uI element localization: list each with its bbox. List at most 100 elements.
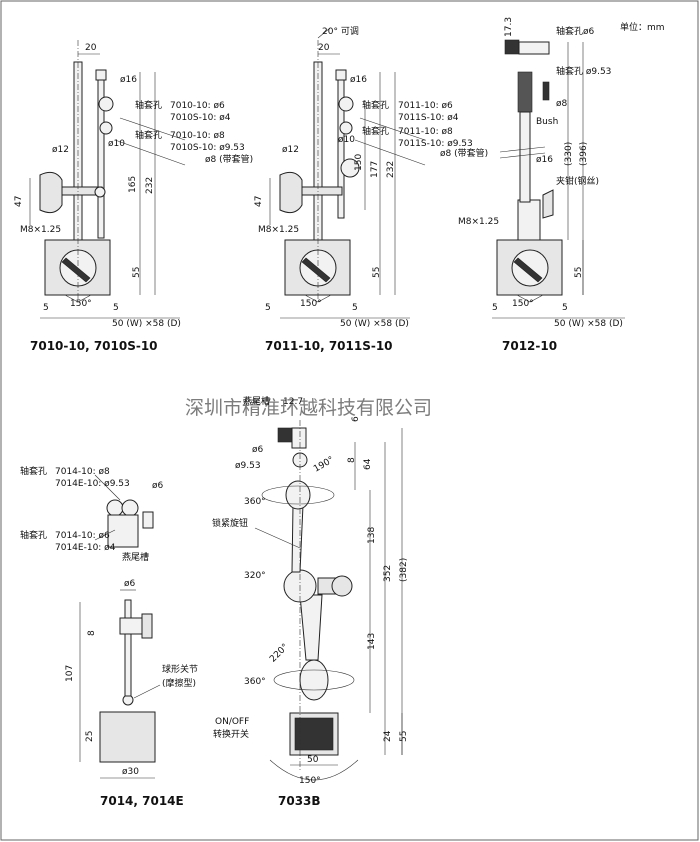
clamp-knob (39, 171, 63, 214)
m7011-dim-d10: ø10 (338, 135, 355, 145)
m7033-switch-1: ON/OFF (215, 717, 249, 727)
m7014-caption: 7014, 7014E (100, 794, 184, 808)
m7010-dim-47: 47 (14, 196, 24, 207)
m7033-dim-d953: ø9.53 (235, 461, 261, 471)
m7014-ball2: (摩擦型) (162, 677, 196, 689)
m7010-dim-d16: ø16 (120, 75, 137, 85)
m7014-bore1-label: 轴套孔 (20, 465, 47, 477)
m7014-bore2-a: 7014-10: ø6 (55, 531, 110, 541)
m7011-dim-5b: 5 (352, 303, 358, 313)
m7033-dim-24: 24 (383, 730, 393, 742)
m7014-bore1-a: 7014-10: ø8 (55, 467, 110, 477)
fine-adjust-wheel (340, 158, 360, 178)
bore-clamp-1 (338, 96, 354, 112)
m7033-lock: 锁紧旋钮 (212, 517, 248, 529)
m7012-dim-base: 50 (W) ×58 (D) (554, 319, 623, 329)
m7033-dim-360b: 360° (244, 677, 266, 687)
leader-ball (133, 684, 161, 699)
flex-arm-segment (517, 71, 533, 113)
m7012-bush: Bush (536, 117, 558, 127)
model-7011-drawing (269, 27, 426, 319)
clamp-body (517, 199, 541, 241)
flex-arm (519, 111, 531, 203)
m7014-dim-d6: ø6 (124, 579, 136, 589)
m7012-bore-d6: 轴套孔ø6 (556, 25, 595, 37)
m7011-dim-55: 55 (372, 267, 382, 278)
base-angle-arc (269, 759, 359, 781)
m7010-dim-232: 232 (145, 177, 155, 194)
m7011-dim-5a: 5 (265, 303, 271, 313)
clamp-screw (301, 186, 343, 196)
m7010-bore2-b: 7010S-10: ø9.53 (170, 143, 245, 153)
bore-holder (119, 617, 143, 635)
magnetic-base (99, 711, 156, 763)
lower-arm (299, 594, 323, 661)
m7011-bore1-b: 7011S-10: ø4 (398, 113, 459, 123)
m7011-dim-177: 177 (370, 161, 380, 178)
m7014-dim-8: 8 (87, 630, 97, 636)
clamp-knob (279, 171, 303, 214)
bush-part (542, 81, 550, 101)
m7014-bore2-label: 轴套孔 (20, 529, 47, 541)
m7011-dim-20: 20 (318, 43, 330, 53)
m7010-dim-20: 20 (85, 43, 97, 53)
base-angle-arc (516, 294, 544, 303)
rotation-360-lower (273, 669, 355, 691)
m7010-caption: 7010-10, 7010S-10 (30, 339, 158, 353)
leader-bore2 (94, 529, 116, 541)
m7033-dim-138: 138 (367, 527, 377, 544)
m7011-bore2-label: 轴套孔 (362, 125, 389, 137)
m7012-dim-5a: 5 (492, 303, 498, 313)
holder-knob-detail (142, 511, 154, 529)
rod (124, 599, 132, 697)
m7010-bore2-c: ø8 (带套管) (205, 153, 253, 165)
m7014-bore1-b: 7014E-10: ø9.53 (55, 479, 130, 489)
m7010-dim-base: 50 (W) ×58 (D) (112, 319, 181, 329)
m7033-dim-64: 64 (363, 458, 373, 470)
bore-clamp-2 (339, 121, 353, 135)
m7010-dim-d10: ø10 (108, 139, 125, 149)
base-knob-lever (301, 257, 331, 283)
adjust-angle-line (317, 27, 331, 39)
m7012-dim-thread: M8×1.25 (458, 217, 499, 227)
m7011-bore1-a: 7011-10: ø6 (398, 101, 453, 111)
base-switch-face (294, 717, 334, 751)
m7033-dim-190: 190° (312, 455, 336, 475)
m7012-dim-d16: ø16 (536, 155, 553, 165)
m7033-dim-angle: 150° (299, 776, 321, 786)
model-7014-drawing (79, 474, 161, 779)
m7033-dim-d6: ø6 (252, 445, 264, 455)
m7011-dim-232: 232 (386, 161, 396, 178)
m7010-bore1-b: 7010S-10: ø4 (170, 113, 231, 123)
m7010-dim-angle: 150° (70, 299, 92, 309)
m7033-dim-360a: 360° (244, 497, 266, 507)
bore-detail-2 (121, 499, 139, 517)
clamp-lever (542, 189, 554, 219)
holder-arm (518, 41, 550, 55)
base-angle-arc (304, 294, 332, 303)
m7011-dim-150: 150 (354, 154, 364, 171)
m7012-dim-angle: 150° (512, 299, 534, 309)
m7033-dim-382: (382) (399, 558, 409, 582)
leader-lock (254, 527, 301, 549)
m7010-dim-d12: ø12 (52, 145, 69, 155)
m7012-dim-330: (330) (564, 142, 574, 166)
m7010-dim-165: 165 (128, 176, 138, 193)
m7012-dim-55: 55 (574, 267, 584, 278)
bore-clamp-2 (99, 121, 113, 135)
rotation-360-upper (261, 485, 335, 505)
leader-bore1 (359, 117, 426, 141)
m7014-dim-25: 25 (85, 731, 95, 742)
m7010-dim-5a: 5 (43, 303, 49, 313)
m7012-caption: 7012-10 (502, 339, 557, 353)
bore-holder (504, 39, 520, 55)
base-knob-lever (513, 257, 543, 283)
m7011-dim-thread: M8×1.25 (258, 225, 299, 235)
holder-knob (141, 613, 153, 639)
unit-label: 单位：mm (620, 21, 665, 33)
bore-holder (277, 427, 293, 443)
leader-bore2 (354, 139, 426, 166)
model-7033b-drawing (254, 420, 403, 781)
m7033-dim-220: 220° (268, 642, 290, 664)
